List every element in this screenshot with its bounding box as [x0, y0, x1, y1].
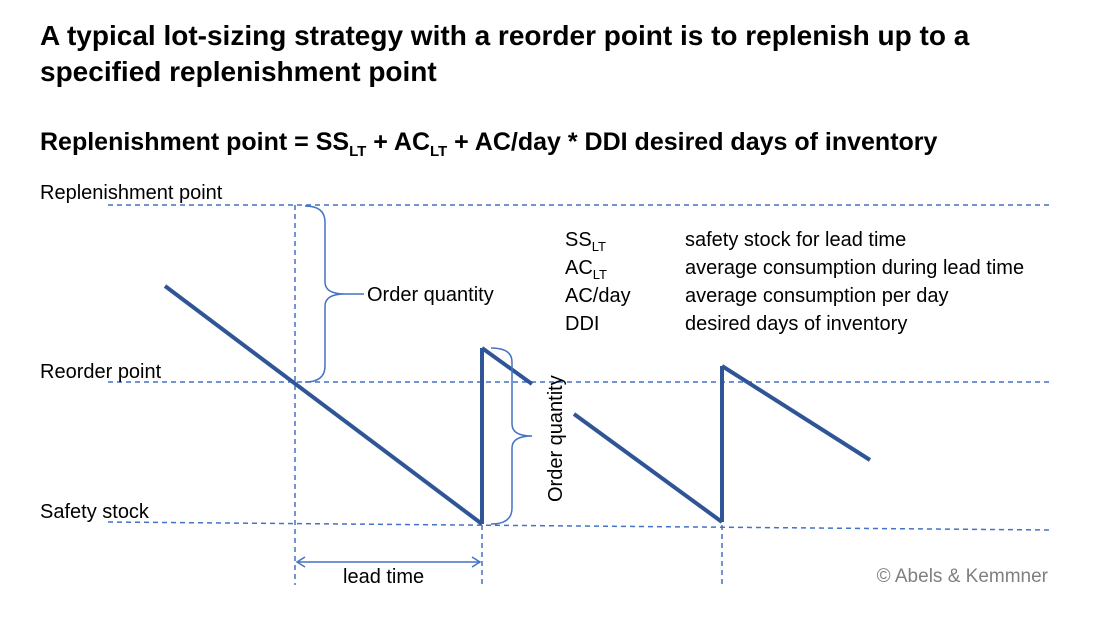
legend-abbr-ss: SSLT — [565, 229, 606, 254]
order-quantity-vertical-label: Order quantity — [545, 375, 567, 502]
formula-term-acday-ddi: AC/day * DDI desired days of inventory — [474, 128, 938, 156]
formula-term-ss-sub: LT — [349, 143, 367, 160]
inventory-decline-segment-1 — [163, 284, 484, 526]
legend-abbr-ss-sub: LT — [592, 239, 606, 254]
replenishment-formula: Replenishment point = SSLT + ACLT + AC/d… — [40, 124, 1100, 160]
copyright-notice: © Abels & Kemmner — [877, 566, 1049, 587]
lead-time-label: lead time — [343, 566, 424, 588]
legend-abbr-ddi: DDI — [565, 313, 599, 335]
formula-equals: = — [287, 128, 316, 156]
legend-desc-ac: average consumption during lead time — [685, 257, 1024, 279]
formula-term-ac-sub: LT — [430, 143, 448, 160]
formula-plus-1: + — [366, 128, 394, 156]
abbreviation-legend: SSLT safety stock for lead time ACLT ave… — [565, 229, 1024, 335]
legend-desc-acday: average consumption per day — [685, 285, 949, 307]
lead-time-arrowhead-left — [295, 556, 306, 568]
legend-abbr-ac: ACLT — [565, 257, 607, 282]
order-quantity-label: Order quantity — [367, 284, 494, 306]
formula-term-ac: AC — [393, 128, 430, 156]
inventory-decline-segment-2b — [572, 412, 724, 524]
formula-plus-2: + — [447, 128, 475, 156]
formula-lhs: Replenishment point — [40, 128, 288, 156]
legend-abbr-acday: AC/day — [565, 285, 631, 307]
legend-abbr-ac-sub: LT — [593, 267, 607, 282]
order-quantity-brace-right — [490, 347, 533, 525]
inventory-decline-segment-2a — [480, 346, 534, 386]
legend-desc-ss: safety stock for lead time — [685, 229, 906, 251]
order-quantity-brace-left — [304, 205, 346, 383]
formula-term-ss: SS — [315, 128, 350, 156]
legend-abbr-ss-main: SS — [565, 229, 592, 251]
reorder-point-label: Reorder point — [40, 361, 162, 383]
legend-abbr-ac-main: AC — [565, 257, 593, 279]
safety-stock-line — [107, 521, 1051, 531]
inventory-decline-segment-3 — [720, 364, 872, 462]
safety-stock-label: Safety stock — [40, 501, 150, 523]
legend-desc-ddi: desired days of inventory — [685, 313, 907, 335]
diagram-title: A typical lot-sizing strategy with a reo… — [40, 20, 970, 87]
replenishment-point-label: Replenishment point — [40, 182, 223, 204]
lead-time-arrowhead-right — [471, 556, 482, 568]
